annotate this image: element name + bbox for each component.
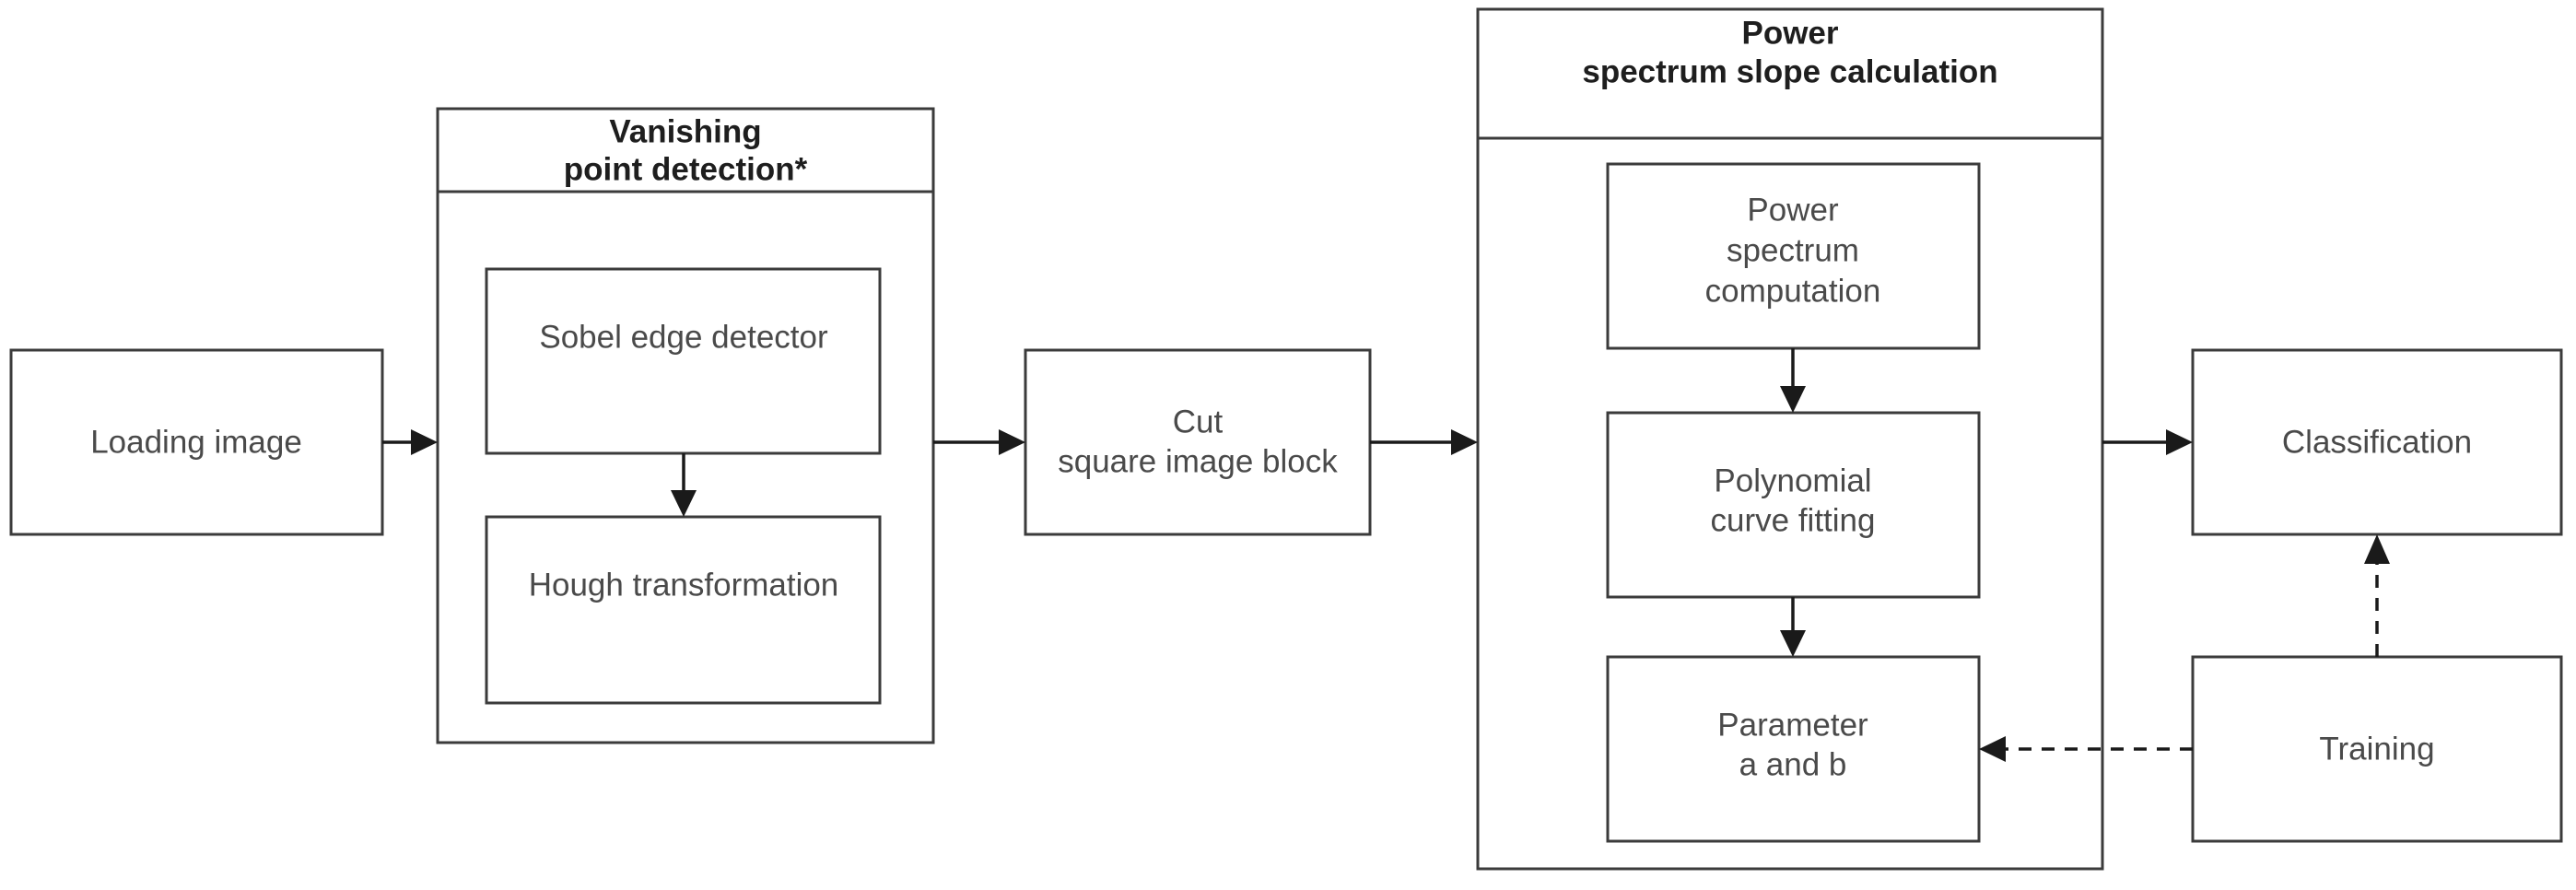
node-polynomial-curve-fitting[interactable]: Polynomial curve fitting bbox=[1606, 411, 1981, 599]
arrow-head-icon bbox=[1780, 386, 1806, 413]
node-power-spectrum-computation-box bbox=[1606, 162, 1981, 350]
group-vanishing-point-detection-title-line2: point detection* bbox=[564, 151, 808, 187]
arrow-head-icon bbox=[411, 429, 438, 455]
arrow-head-icon bbox=[671, 490, 697, 517]
arrow-head-icon bbox=[1451, 429, 1478, 455]
node-parameter-a-and-b-label-line1: Parameter bbox=[1717, 707, 1868, 743]
edge-sobel-edge-detector-to-hough-transformation bbox=[671, 453, 697, 517]
edge-training-to-parameter-a-and-b bbox=[1979, 736, 2193, 762]
node-loading-image[interactable]: Loading image bbox=[9, 348, 384, 536]
node-sobel-edge-detector-box bbox=[485, 267, 882, 455]
arrow-head-icon bbox=[1780, 630, 1806, 657]
node-parameter-a-and-b-label-line2: a and b bbox=[1739, 746, 1847, 782]
edge-cut-square-image-block-to-power-spectrum-slope-calculation bbox=[1370, 429, 1478, 455]
node-classification-box bbox=[2191, 348, 2563, 536]
node-cut-square-image-block-box bbox=[1024, 348, 1372, 536]
node-hough-transformation-label: Hough transformation bbox=[529, 567, 839, 603]
node-sobel-edge-detector-label: Sobel edge detector bbox=[539, 319, 828, 355]
node-parameter-a-and-b[interactable]: Parameter a and b bbox=[1606, 655, 1981, 843]
node-power-spectrum-computation-label-line1: Power bbox=[1747, 192, 1839, 228]
arrow-head-icon bbox=[1979, 736, 2006, 762]
arrow-head-icon bbox=[2166, 429, 2193, 455]
node-polynomial-curve-fitting-label-line1: Polynomial bbox=[1714, 463, 1871, 498]
node-power-spectrum-computation[interactable]: Power spectrum computation bbox=[1606, 162, 1981, 350]
node-training-label: Training bbox=[2319, 731, 2434, 767]
node-cut-square-image-block-label-line1: Cut bbox=[1173, 404, 1224, 439]
node-power-spectrum-computation-label-line2: spectrum bbox=[1727, 232, 1859, 268]
node-hough-transformation-box bbox=[485, 515, 882, 705]
edge-power-spectrum-slope-calculation-to-classification bbox=[2102, 429, 2193, 455]
arrow-head-icon bbox=[999, 429, 1025, 455]
node-training-box bbox=[2191, 655, 2563, 843]
node-cut-square-image-block[interactable]: Cut square image block bbox=[1024, 348, 1372, 536]
group-power-spectrum-slope-calculation-title-line1: Power bbox=[1741, 15, 1838, 51]
node-classification[interactable]: Classification bbox=[2191, 348, 2563, 536]
edge-vanishing-point-detection-to-cut-square-image-block bbox=[933, 429, 1025, 455]
node-power-spectrum-computation-label-line3: computation bbox=[1705, 273, 1881, 309]
node-polynomial-curve-fitting-box bbox=[1606, 411, 1981, 599]
node-cut-square-image-block-label-line2: square image block bbox=[1058, 443, 1338, 479]
node-loading-image-box bbox=[9, 348, 384, 536]
node-classification-label: Classification bbox=[2282, 424, 2472, 460]
group-vanishing-point-detection-title-line1: Vanishing bbox=[609, 113, 761, 149]
node-loading-image-label: Loading image bbox=[90, 424, 302, 460]
edge-loading-image-to-vanishing-point-detection bbox=[382, 429, 438, 455]
group-power-spectrum-slope-calculation-title-line2: spectrum slope calculation bbox=[1582, 53, 1997, 89]
edge-polynomial-curve-fitting-to-parameter-a-and-b bbox=[1780, 597, 1806, 657]
arrow-head-icon bbox=[2364, 534, 2390, 564]
edge-training-to-classification bbox=[2364, 534, 2390, 657]
node-training[interactable]: Training bbox=[2191, 655, 2563, 843]
edge-power-spectrum-computation-to-polynomial-curve-fitting bbox=[1780, 348, 1806, 413]
node-polynomial-curve-fitting-label-line2: curve fitting bbox=[1711, 502, 1876, 538]
node-parameter-a-and-b-box bbox=[1606, 655, 1981, 843]
node-hough-transformation[interactable]: Hough transformation bbox=[485, 515, 882, 705]
node-sobel-edge-detector[interactable]: Sobel edge detector bbox=[485, 267, 882, 455]
